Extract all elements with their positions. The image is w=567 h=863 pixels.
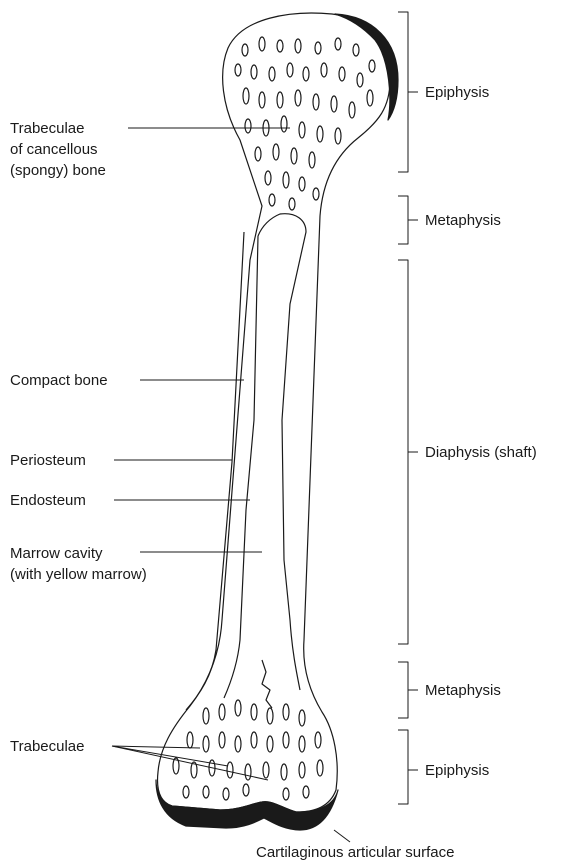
top-trabeculae [235, 37, 375, 210]
label-line: (spongy) bone [10, 160, 106, 181]
bottom-articular-cartilage [156, 780, 338, 830]
label-endosteum: Endosteum [10, 490, 86, 511]
label-trabeculae: Trabeculae [10, 736, 85, 757]
right-brackets [398, 12, 418, 804]
label-trabeculae-cancellous: Trabeculae of cancellous (spongy) bone [10, 118, 106, 181]
label-epiphysis-bottom: Epiphysis [425, 760, 489, 781]
label-line: Trabeculae [10, 118, 106, 139]
label-cartilage: Cartilaginous articular surface [256, 842, 454, 863]
bone-outer-outline [158, 13, 391, 812]
label-epiphysis-top: Epiphysis [425, 82, 489, 103]
label-diaphysis: Diaphysis (shaft) [425, 442, 537, 463]
marrow-cavity-outline [224, 214, 306, 698]
label-line: of cancellous [10, 139, 106, 160]
label-compact-bone: Compact bone [10, 370, 108, 391]
label-line: Marrow cavity [10, 543, 147, 564]
leader-lines [112, 128, 350, 842]
label-line: (with yellow marrow) [10, 564, 147, 585]
label-metaphysis-top: Metaphysis [425, 210, 501, 231]
label-periosteum: Periosteum [10, 450, 86, 471]
label-metaphysis-bottom: Metaphysis [425, 680, 501, 701]
top-articular-cartilage [335, 14, 398, 120]
label-marrow-cavity: Marrow cavity (with yellow marrow) [10, 543, 147, 585]
periosteum-line [186, 232, 244, 710]
bottom-trabeculae [173, 660, 323, 800]
